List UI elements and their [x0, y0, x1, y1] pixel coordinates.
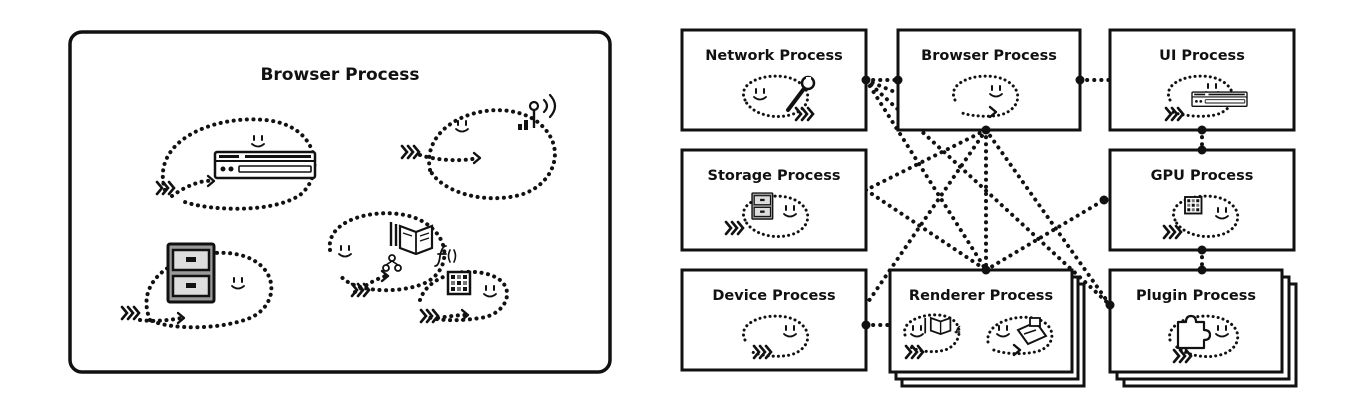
network-process-box: Network Process — [680, 28, 868, 132]
connector-nodes — [861, 75, 1207, 330]
device-process-box: Device Process — [680, 268, 868, 372]
renderer-process-label: Renderer Process — [909, 288, 1053, 304]
storage-process-label: Storage Process — [708, 168, 841, 184]
book-icon — [924, 316, 961, 336]
book-icon — [382, 222, 457, 272]
script-thread — [327, 211, 457, 298]
ui-process-label: UI Process — [1159, 48, 1245, 64]
plugin-process-label: Plugin Process — [1136, 288, 1256, 304]
storage-thread — [120, 242, 274, 330]
toolbar-thread — [155, 117, 317, 211]
grid-chip-icon — [446, 270, 472, 296]
plugin-process-box: Plugin Process — [1108, 268, 1284, 374]
right-panel: Network Process Browser Process UI Proce… — [680, 28, 1298, 388]
browser-process-label: Browser Process — [921, 48, 1057, 64]
tabs-icon — [1016, 317, 1048, 346]
storage-process-box: Storage Process — [680, 148, 868, 252]
grid-chip-icon — [1184, 196, 1203, 215]
network-process-label: Network Process — [705, 48, 843, 64]
browser-process-title: Browser Process — [260, 65, 419, 85]
puzzle-icon — [1176, 314, 1212, 350]
gpu-process-label: GPU Process — [1151, 168, 1254, 184]
gpu-thread — [418, 269, 510, 324]
toolbar-icon — [213, 150, 317, 180]
cabinet-icon — [751, 192, 774, 220]
left-panel: Browser Process — [68, 30, 612, 374]
renderer-process-box: Renderer Process — [888, 268, 1074, 374]
device-process-label: Device Process — [712, 288, 835, 304]
toolbar-icon — [1191, 91, 1248, 107]
browser-process-box: Browser Process — [896, 28, 1082, 132]
gpu-process-box: GPU Process — [1108, 148, 1296, 252]
wrench-icon — [786, 75, 816, 112]
cabinet-icon — [166, 242, 216, 304]
antenna-thread — [400, 93, 557, 201]
antenna-icon — [518, 93, 557, 130]
ui-process-box: UI Process — [1108, 28, 1296, 132]
